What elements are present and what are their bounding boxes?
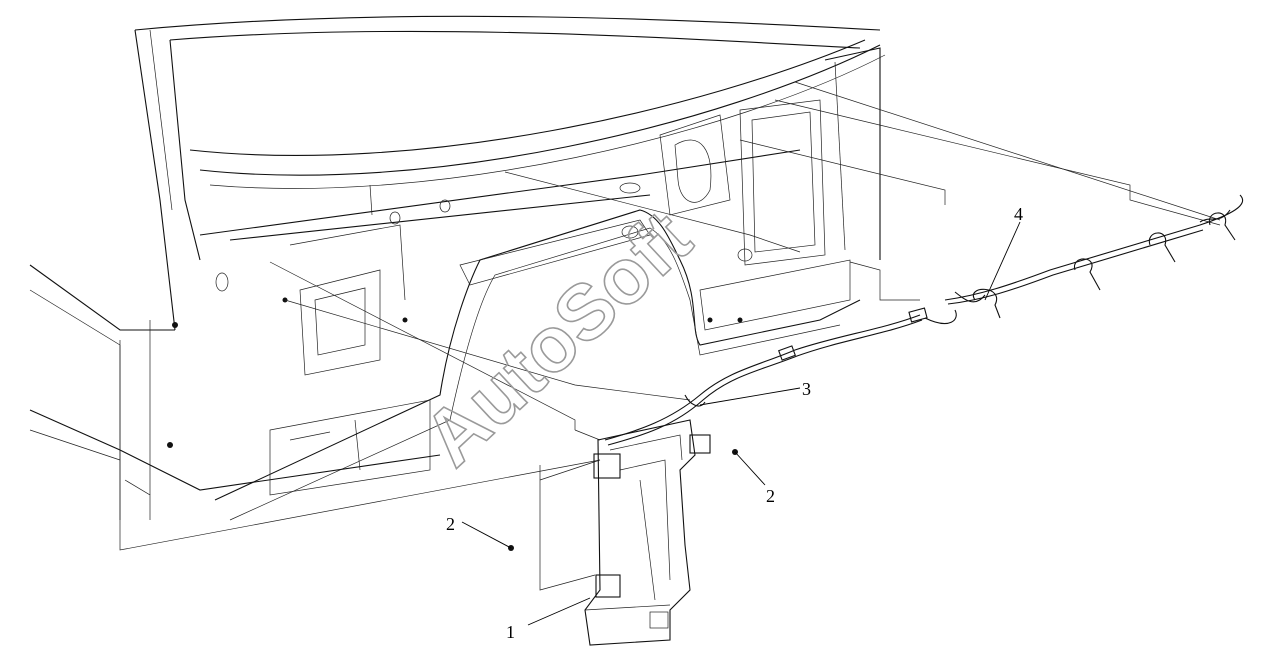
projection-lines xyxy=(119,81,1221,591)
trim-panel-part-1 xyxy=(584,419,711,646)
wiring-harness-part-3 xyxy=(604,307,957,446)
callout-3: 3 xyxy=(802,379,811,399)
harness-part-4 xyxy=(944,194,1243,319)
callouts: 1 2 2 3 4 xyxy=(446,204,1023,642)
leader-lines xyxy=(461,221,1021,626)
callout-4: 4 xyxy=(1014,204,1023,224)
fasteners-part-2 xyxy=(508,449,738,551)
callout-2-right: 2 xyxy=(766,486,775,506)
cab-body-panel xyxy=(29,15,886,521)
callout-2-left: 2 xyxy=(446,514,455,534)
callout-1: 1 xyxy=(506,622,515,642)
